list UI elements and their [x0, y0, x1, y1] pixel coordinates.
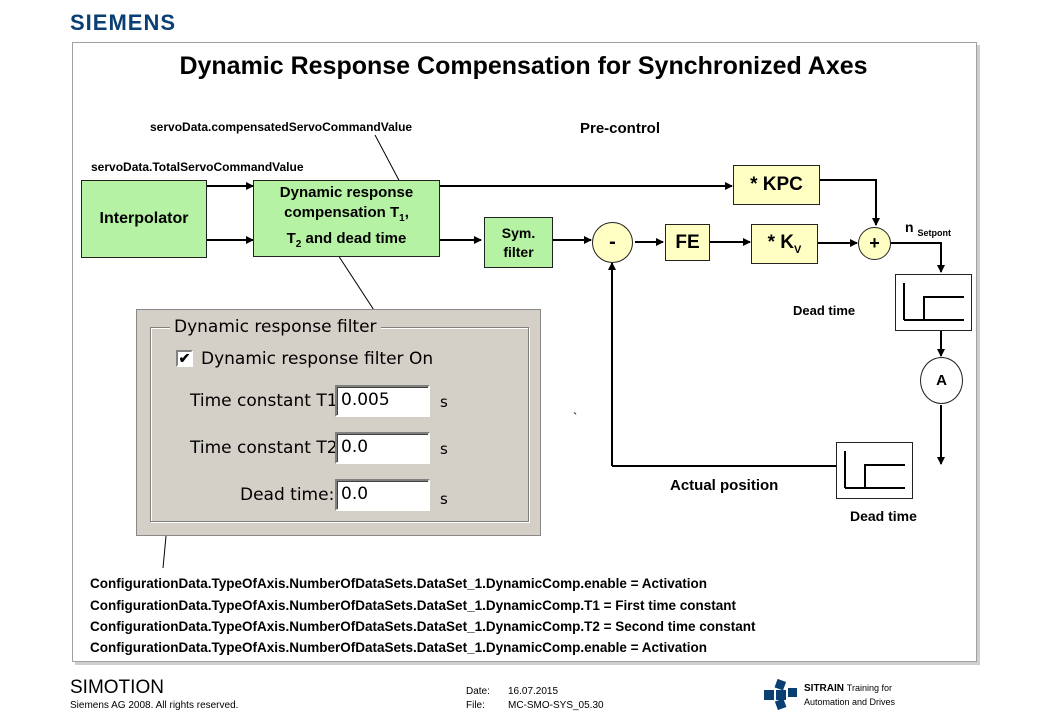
sum-circle: + — [858, 227, 891, 260]
minus-sign: - — [609, 231, 616, 253]
dead-time-label-upper: Dead time — [793, 303, 856, 318]
dead-time-dialog-label: Dead time: — [240, 485, 335, 505]
training-line2: Automation and Drives — [804, 697, 896, 707]
filter-on-label: Dynamic response filter On — [201, 349, 434, 369]
t2-label: Time constant T2: — [190, 438, 344, 458]
a-circle: A — [920, 357, 963, 404]
t1-input[interactable]: 0.005 — [335, 385, 430, 417]
footer-date-value: 16.07.2015 — [508, 686, 559, 697]
interpolator-label: Interpolator — [99, 210, 189, 227]
t2-input[interactable]: 0.0 — [335, 432, 430, 464]
dyn-line2: compensation T — [284, 203, 400, 221]
a-label: A — [936, 372, 947, 389]
dyn-line3: T — [286, 229, 296, 247]
interpolator-block: Interpolator — [81, 180, 207, 258]
kpc-block: * KPC — [733, 165, 820, 205]
stray-mark: ` — [573, 410, 578, 425]
config-line-2: ConfigurationData.TypeOfAxis.NumberOfDat… — [90, 598, 737, 613]
dynamic-compensation-block: Dynamic response compensation T1, T2 and… — [253, 180, 440, 257]
siemens-logo: SIEMENS — [70, 10, 177, 35]
dead-time-block-upper — [895, 274, 972, 331]
footer-file-label: File: — [466, 700, 485, 711]
sym-line2: filter — [503, 243, 534, 260]
dyn-line2-end: , — [404, 203, 409, 221]
t1-unit: s — [440, 393, 448, 411]
dead-time-step-icon — [903, 283, 964, 321]
config-line-1: ConfigurationData.TypeOfAxis.NumberOfDat… — [90, 576, 708, 591]
pre-control-label: Pre-control — [580, 120, 661, 137]
sym-line1: Sym. — [501, 224, 536, 241]
dead-time-block-lower — [836, 442, 913, 499]
n-label: n — [905, 219, 914, 235]
sitrain-logo-icon — [764, 678, 797, 710]
compensated-value-label: servoData.compensatedServoCommandValue — [150, 120, 413, 134]
sitrain-block: SITRAIN Training for — [804, 683, 892, 694]
dyn-line3-end: and dead time — [301, 229, 407, 247]
plus-sign: + — [869, 233, 880, 253]
filter-on-checkbox[interactable]: ✔ — [176, 350, 193, 367]
dialog-group-title: Dynamic response filter — [170, 317, 381, 337]
n-setpoint-label: n Setpont — [905, 219, 951, 238]
fe-label: FE — [675, 231, 700, 253]
sym-filter-block: Sym. filter — [484, 217, 553, 268]
fe-block: FE — [665, 224, 710, 261]
footer-copyright: Siemens AG 2008. All rights reserved. — [70, 700, 239, 711]
page-title: Dynamic Response Compensation for Synchr… — [179, 52, 868, 80]
comparator-circle: - — [592, 222, 633, 263]
config-line-3: ConfigurationData.TypeOfAxis.NumberOfDat… — [90, 619, 756, 634]
t2-unit: s — [440, 440, 448, 458]
kv-block: * KV — [751, 224, 818, 264]
setpoint-sub: Setpont — [917, 227, 951, 238]
actual-position-label: Actual position — [670, 477, 779, 494]
dyn-line1: Dynamic response — [279, 183, 414, 201]
footer-date-label: Date: — [466, 686, 490, 697]
footer-product: SIMOTION — [70, 677, 164, 698]
t1-label: Time constant T1: — [190, 391, 344, 411]
total-value-label: servoData.TotalServoCommandValue — [91, 160, 304, 174]
footer-file-value: MC-SMO-SYS_05.30 — [508, 700, 604, 711]
dyn-sub1: 1 — [399, 212, 405, 224]
config-line-4: ConfigurationData.TypeOfAxis.NumberOfDat… — [90, 640, 708, 655]
kpc-label: * KPC — [750, 174, 803, 195]
dead-time-unit: s — [440, 490, 448, 508]
training-line1: Training for — [846, 683, 892, 693]
dead-time-step-icon-lower — [844, 451, 905, 489]
dyn-sub2: 2 — [295, 238, 302, 250]
dead-time-label-lower: Dead time — [850, 508, 917, 524]
kv-label: * K — [767, 232, 795, 254]
kv-sub: V — [794, 243, 802, 256]
sitrain-label: SITRAIN — [804, 683, 844, 694]
dead-time-input[interactable]: 0.0 — [335, 479, 430, 511]
